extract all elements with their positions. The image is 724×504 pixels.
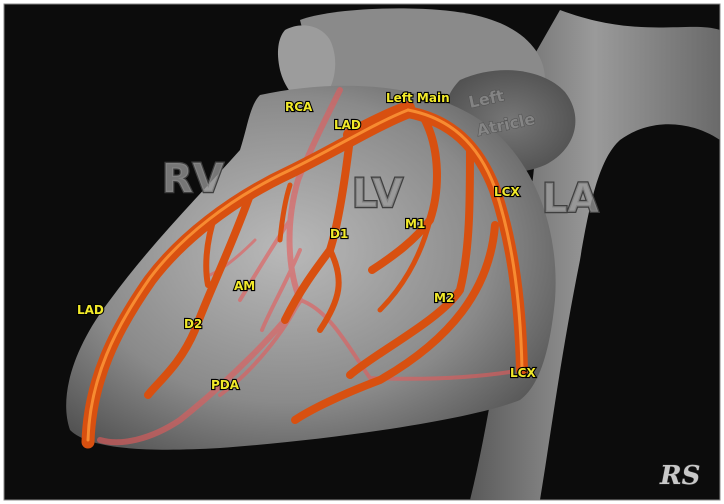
rca-label: RCA <box>285 100 313 114</box>
lad-top-label: LAD <box>334 118 361 132</box>
lcx-top-label: LCX <box>494 185 520 199</box>
d1-label: D1 <box>330 227 348 241</box>
left-main-label: Left Main <box>386 91 450 105</box>
am-label: AM <box>234 279 255 293</box>
lcx-bottom-label: LCX <box>510 366 536 380</box>
d2-label: D2 <box>184 317 202 331</box>
lv-label: LV <box>352 171 403 217</box>
pda-label: PDA <box>211 378 240 392</box>
la-label: LA <box>542 176 598 222</box>
m2-label: M2 <box>434 291 454 305</box>
rv-label: RV <box>162 156 224 202</box>
author-signature: RS <box>659 461 700 491</box>
lad-left-label: LAD <box>77 303 104 317</box>
m1-label: M1 <box>405 217 425 231</box>
